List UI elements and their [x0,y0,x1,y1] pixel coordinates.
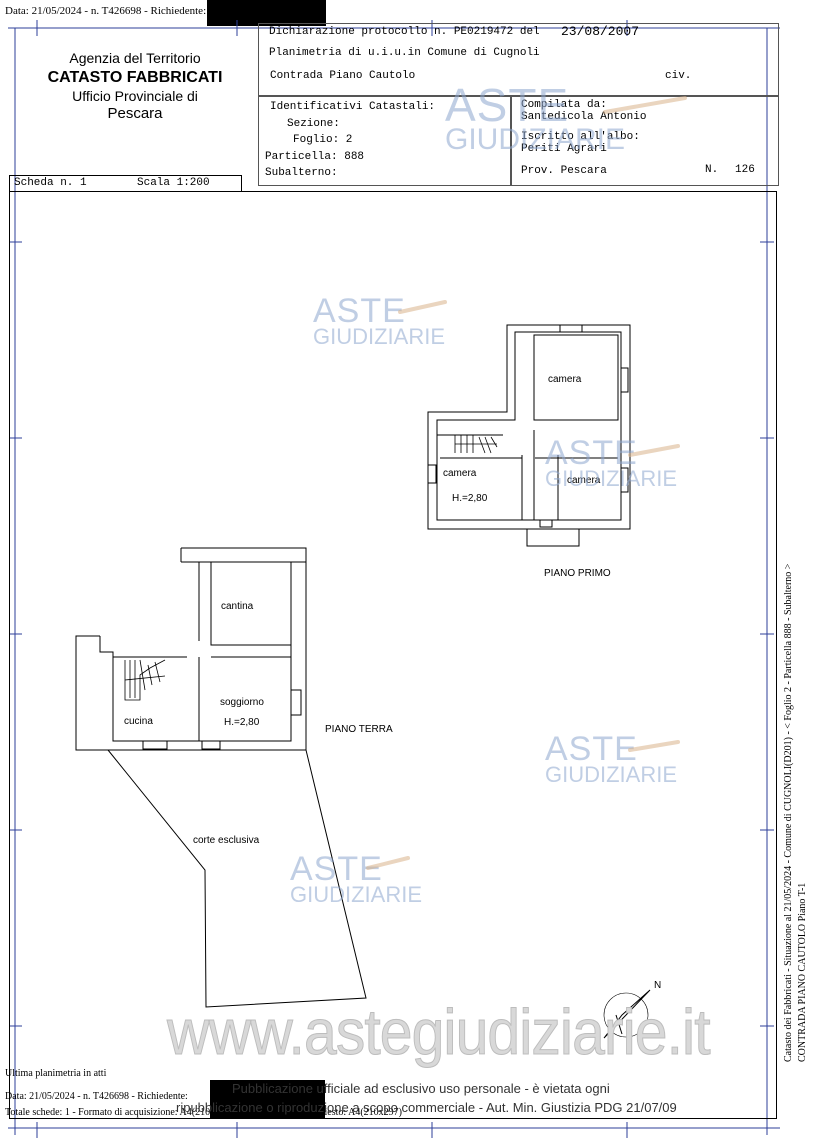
declaration-box [258,23,779,97]
n-value: 126 [735,164,755,176]
side-text-2: CONTRADA PIANO CAUTOLO Piano T-1 [797,882,808,1062]
redaction-top [207,0,326,26]
scheda-label: Scheda n. 1 [14,177,87,189]
watermark-5: ASTE GIUDIZIARIE [290,850,423,907]
room-camera-left: camera [443,468,477,479]
ultima-planimetria: Ultima planimetria in atti [5,1068,107,1079]
room-corte: corte esclusiva [193,835,260,846]
n-label: N. [705,164,719,176]
particella-label: Particella: 888 [265,151,365,163]
plan-frame [9,191,777,1119]
watermark-3: ASTE GIUDIZIARIE [545,434,678,491]
footer-line2: Totale schede: 1 - Formato di acquisizio… [5,1107,402,1118]
side-text-1: Catasto dei Fabbricati - Situazione al 2… [783,563,794,1062]
north-label: N [654,980,662,991]
ufficio-label: Ufficio Provinciale di [72,87,198,104]
compilata-label: Compilata da: [521,99,607,111]
room-cucina: cucina [124,716,153,727]
foglio-label: Foglio: 2 [293,134,353,146]
room-height-ground: H.=2,80 [224,717,260,728]
room-height-first: H.=2,80 [452,493,488,504]
compiler-name: Santedicola Antonio [521,111,647,123]
iscritto-label: Iscritto all'albo: [521,131,640,143]
catasto-title: CATASTO FABBRICATI [47,68,223,86]
province-name: Pescara [107,105,163,122]
top-header-text: Data: 21/05/2024 - n. T426698 - Richiede… [5,5,207,17]
room-camera-right: camera [567,475,601,486]
civ-label: civ. [665,70,692,82]
scala-label: Scala 1:200 [137,177,210,189]
protocol-date: 23/08/2007 [561,24,640,39]
identifiers-box [258,95,512,186]
site-watermark: www.astegiudiziarie.it [167,996,711,1069]
compiler-box [510,95,779,186]
declaration-title: Planimetria di u.i.u.in Comune di Cugnol… [269,47,540,59]
protocol-label: Dichiarazione protocollo n. PE0219472 de… [269,26,540,38]
footer-line1: Data: 21/05/2024 - n. T426698 - Richiede… [5,1091,188,1102]
prov-label: Prov. Pescara [521,165,607,177]
notice-line2: ripubblicazione o riproduzione a scopo c… [176,1100,677,1115]
identifiers-heading: Identificativi Catastali: [270,101,436,113]
room-camera-top: camera [548,374,582,385]
agency-block: Agenzia del Territorio CATASTO FABBRICAT… [20,50,250,124]
redaction-bottom [210,1080,325,1118]
watermark-4: ASTE GIUDIZIARIE [545,730,678,787]
notice-line1: Pubblicazione ufficiale ad esclusivo uso… [232,1081,610,1096]
first-floor-label: PIANO PRIMO [544,568,611,579]
room-soggiorno: soggiorno [220,697,264,708]
room-cantina: cantina [221,601,254,612]
albo-value: Periti Agrari [521,143,607,155]
subalterno-label: Subalterno: [265,167,338,179]
sezione-label: Sezione: [287,118,340,130]
declaration-address: Contrada Piano Cautolo [270,70,416,82]
watermark-2: ASTE GIUDIZIARIE [313,292,446,349]
agency-name: Agenzia del Territorio [69,50,201,66]
ground-floor-label: PIANO TERRA [325,724,393,735]
watermark-1: ASTE GIUDIZIARIE [445,79,626,157]
